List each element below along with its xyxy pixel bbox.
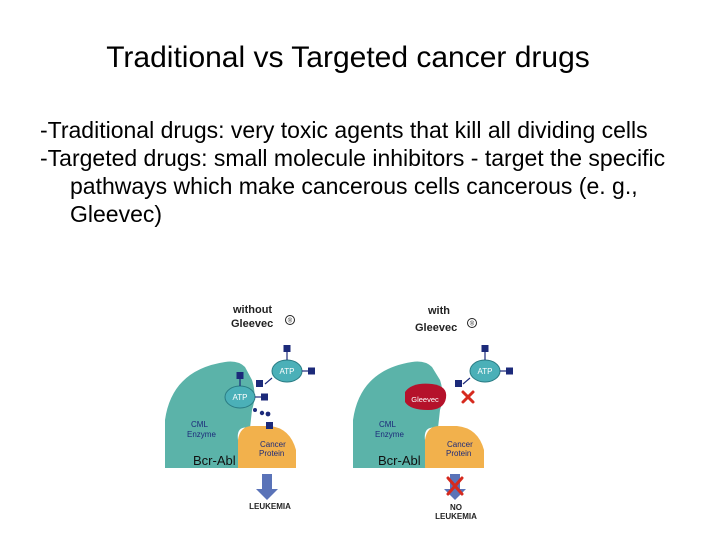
left-phosphate-icon: [308, 367, 315, 375]
left-cancer-protein-shape: [238, 425, 296, 468]
right-atp-free-label: ATP: [478, 367, 493, 376]
right-inhibit-x-icon: [461, 390, 475, 404]
left-atp-bound-label: ATP: [233, 393, 248, 402]
right-bcr-abl-label: Bcr-Abl: [378, 453, 421, 468]
right-heading-line2: Gleevec: [415, 322, 457, 334]
right-enzyme-line1: CML: [379, 420, 396, 429]
right-phosphate-icon: [481, 345, 489, 352]
left-protein-line2: Protein: [259, 449, 284, 458]
right-phosphate-icon: [455, 380, 462, 387]
left-heading-line1: without: [232, 304, 272, 316]
right-protein-line2: Protein: [446, 449, 471, 458]
right-protein-line1: Cancer: [447, 440, 473, 449]
right-phosphate-icon: [506, 367, 513, 375]
left-heading-line2: Gleevec: [231, 318, 273, 330]
right-enzyme-line2: Enzyme: [375, 430, 404, 439]
left-atp-free-label: ATP: [280, 367, 295, 376]
left-protein-line1: Cancer: [260, 440, 286, 449]
left-phosphate-icon: [256, 380, 263, 387]
left-phosphate-icon: [261, 393, 268, 401]
gleevec-molecule-icon: [405, 383, 447, 410]
right-cancer-protein-shape: [425, 425, 484, 468]
right-registered-mark: ®: [470, 321, 475, 328]
left-phosphate-icon: [266, 422, 273, 429]
right-outcome-line2: LEUKEMIA: [435, 512, 477, 521]
left-phosphate-icon: [283, 345, 291, 352]
left-phosphate-icon: [236, 372, 244, 379]
gleevec-molecule-label: Gleevec: [411, 395, 439, 404]
left-enzyme-line2: Enzyme: [187, 430, 216, 439]
bullet-traditional-drugs: -Traditional drugs: very toxic agents th…: [40, 117, 648, 143]
left-enzyme-line1: CML: [191, 420, 208, 429]
left-outcome-label: LEUKEMIA: [249, 502, 291, 511]
right-heading-line1: with: [427, 305, 450, 317]
left-registered-mark: ®: [288, 318, 293, 325]
left-down-arrow-icon: [256, 474, 278, 500]
right-registered-circle: [467, 318, 477, 328]
right-blocked-x-icon: [446, 476, 464, 496]
bullet-targeted-drugs: -Targeted drugs: small molecule inhibito…: [40, 145, 666, 227]
left-phosphate-transfer-icon: [265, 411, 271, 417]
right-outcome-line1: NO: [450, 503, 462, 512]
slide-title: Traditional vs Targeted cancer drugs: [106, 41, 590, 74]
bullet-list: -Traditional drugs: very toxic agents th…: [40, 116, 720, 228]
panel-with-gleevec: with Gleevec ® Gleevec ATP CML Enzyme Ca…: [353, 305, 513, 521]
panel-without-gleevec: without Gleevec ® ATP ATP CML Enzyme Can…: [165, 304, 315, 511]
left-bcr-abl-label: Bcr-Abl: [193, 453, 236, 468]
left-registered-circle: [285, 315, 295, 325]
